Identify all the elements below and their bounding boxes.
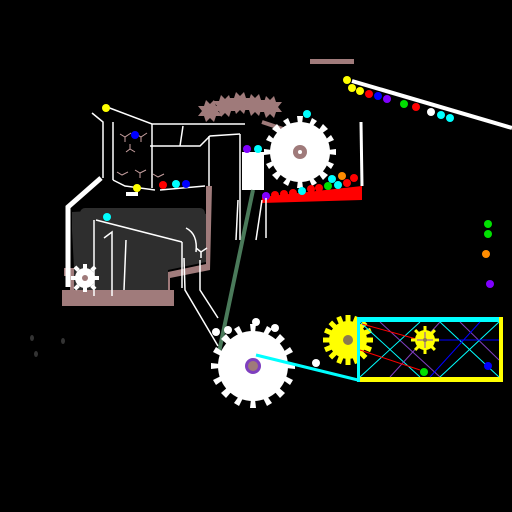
ball[interactable]	[243, 145, 251, 153]
dark-bump-row	[80, 208, 205, 218]
ball[interactable]	[131, 131, 139, 139]
white-wall[interactable]	[65, 176, 103, 287]
ball[interactable]	[412, 103, 420, 111]
gear-large-top[interactable]	[264, 116, 336, 188]
ball[interactable]	[312, 359, 320, 367]
gear-large-bottom[interactable]	[211, 324, 295, 408]
dark-fill-region	[72, 210, 206, 292]
ball[interactable]	[271, 191, 279, 199]
ball[interactable]	[212, 328, 220, 336]
ball[interactable]	[172, 180, 180, 188]
ball[interactable]	[365, 90, 373, 98]
ball[interactable]	[420, 368, 428, 376]
spike-gear-icon[interactable]	[228, 92, 252, 114]
ball[interactable]	[350, 174, 358, 182]
specks	[30, 335, 65, 357]
ball[interactable]	[482, 250, 490, 258]
ball[interactable]	[289, 189, 297, 197]
yellow-gear[interactable]	[323, 315, 373, 365]
teal-rod[interactable]	[217, 189, 255, 353]
ball[interactable]	[400, 100, 408, 108]
ball[interactable]	[328, 175, 336, 183]
ball[interactable]	[182, 180, 190, 188]
top-platform[interactable]	[310, 59, 354, 64]
ball[interactable]	[307, 185, 315, 193]
ball[interactable]	[315, 184, 323, 192]
ball[interactable]	[356, 87, 364, 95]
top-right-ramp[interactable]	[351, 79, 512, 130]
pink-base[interactable]	[62, 290, 174, 306]
ball[interactable]	[224, 326, 232, 334]
spike-gear-icon[interactable]	[213, 95, 237, 117]
inner-lines	[93, 219, 219, 347]
frame-lines	[91, 106, 267, 241]
ball[interactable]	[102, 104, 110, 112]
ball[interactable]	[338, 172, 346, 180]
ball[interactable]	[334, 181, 342, 189]
tray-balls	[262, 110, 358, 200]
ball[interactable]	[280, 190, 288, 198]
ramp-balls	[343, 76, 454, 122]
ball[interactable]	[103, 213, 111, 221]
white-block[interactable]	[242, 152, 264, 190]
ball[interactable]	[303, 110, 311, 118]
ball[interactable]	[262, 192, 270, 200]
ball[interactable]	[343, 179, 351, 187]
ball[interactable]	[383, 95, 391, 103]
ball[interactable]	[324, 182, 332, 190]
spike-gear-icon[interactable]	[258, 96, 282, 118]
ball[interactable]	[133, 184, 141, 192]
spike-gear-icon[interactable]	[198, 100, 222, 122]
ball[interactable]	[298, 187, 306, 195]
ball[interactable]	[374, 92, 382, 100]
cyan-rod[interactable]	[255, 353, 359, 382]
ball[interactable]	[348, 84, 356, 92]
spike-gear-icon[interactable]	[243, 94, 267, 116]
ball[interactable]	[254, 145, 262, 153]
bin-wall	[359, 121, 364, 187]
conveyor-box[interactable]	[357, 317, 503, 382]
twig-icons	[116, 132, 165, 178]
ball[interactable]	[271, 324, 279, 332]
ball[interactable]	[343, 76, 351, 84]
conveyor-gear[interactable]	[411, 326, 439, 354]
ball[interactable]	[252, 318, 260, 326]
gear-small-left[interactable]	[71, 264, 99, 292]
ball[interactable]	[484, 230, 492, 238]
ball[interactable]	[484, 362, 492, 370]
red-tray[interactable]	[262, 186, 362, 203]
ball[interactable]	[484, 220, 492, 228]
ball[interactable]	[446, 114, 454, 122]
ball[interactable]	[486, 280, 494, 288]
ball[interactable]	[427, 108, 435, 116]
gear-hub-icon	[343, 335, 353, 345]
small-white-block[interactable]	[126, 192, 138, 196]
ball[interactable]	[437, 111, 445, 119]
ball[interactable]	[159, 181, 167, 189]
